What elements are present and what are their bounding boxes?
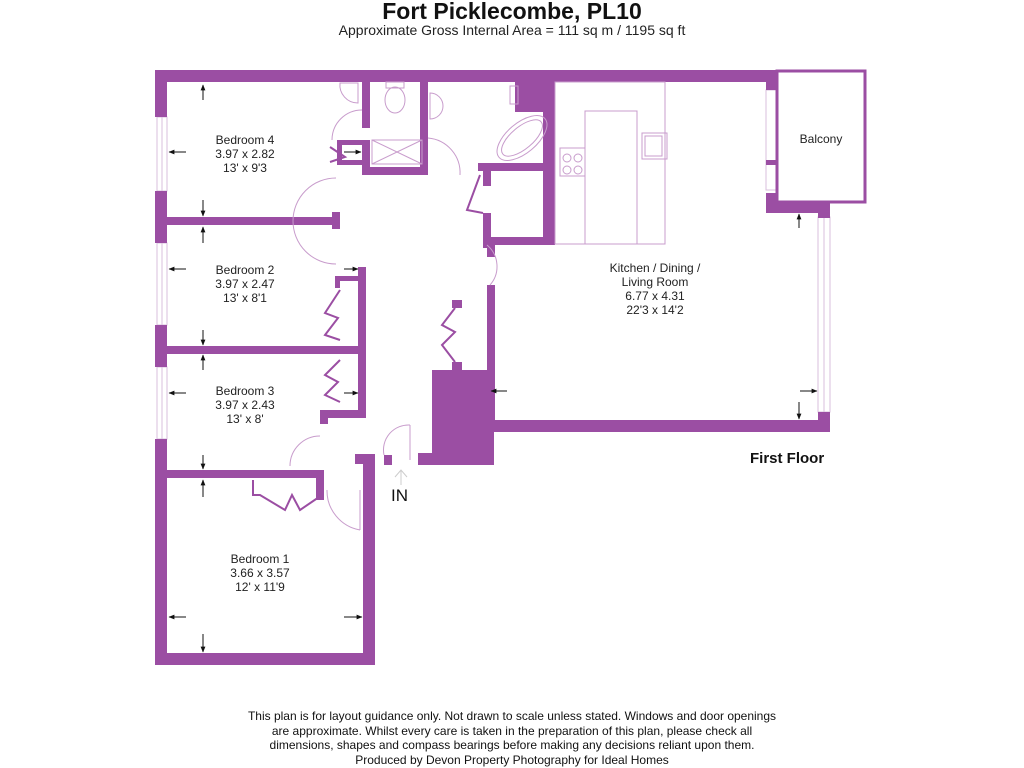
room-name: Kitchen / Dining / bbox=[609, 261, 701, 275]
room-metric: 6.77 x 4.31 bbox=[625, 289, 685, 303]
room-metric: 3.97 x 2.43 bbox=[215, 398, 275, 412]
gross-area-subtitle: Approximate Gross Internal Area = 111 sq… bbox=[338, 22, 686, 38]
shower-tray-icon bbox=[371, 139, 423, 165]
disclaimer: This plan is for layout guidance only. N… bbox=[0, 709, 1024, 767]
room-name: Balcony bbox=[799, 132, 843, 146]
kitchen-units bbox=[554, 81, 666, 245]
room-imperial: 12' x 11'9 bbox=[235, 580, 285, 594]
balcony-outline bbox=[775, 69, 867, 204]
room-imperial: 22'3 x 14'2 bbox=[626, 303, 684, 317]
producer-credit: Produced by Devon Property Photography f… bbox=[355, 752, 669, 767]
room-label-bedroom-2: Bedroom 2 3.97 x 2.47 13' x 8'1 bbox=[200, 263, 290, 305]
plan-title: Fort Picklecombe, PL10 bbox=[382, 0, 642, 24]
room-label-bedroom-4: Bedroom 4 3.97 x 2.82 13' x 9'3 bbox=[200, 133, 290, 175]
room-name: Bedroom 4 bbox=[215, 133, 275, 147]
disclaimer-line: This plan is for layout guidance only. N… bbox=[247, 709, 777, 723]
room-imperial: 13' x 9'3 bbox=[223, 161, 267, 175]
kitchen-sink-icon bbox=[641, 132, 668, 160]
wardrobe-doors bbox=[252, 146, 484, 512]
room-label-bedroom-3: Bedroom 3 3.97 x 2.43 13' x 8' bbox=[200, 384, 290, 426]
entrance-arrow-icon bbox=[394, 469, 408, 485]
room-metric: 3.66 x 3.57 bbox=[230, 566, 290, 580]
room-label-kitchen-dining-living: Kitchen / Dining / Living Room 6.77 x 4.… bbox=[595, 261, 715, 317]
room-name: Bedroom 3 bbox=[215, 384, 275, 398]
toilet-icon bbox=[384, 81, 406, 114]
room-metric: 3.97 x 2.82 bbox=[215, 147, 275, 161]
room-imperial: 13' x 8' bbox=[226, 412, 264, 426]
walls bbox=[155, 70, 830, 665]
dimension-arrow-icon bbox=[168, 84, 818, 653]
bath-icon bbox=[496, 85, 548, 161]
floor-label: First Floor bbox=[750, 450, 825, 467]
wash-basin-icon bbox=[339, 82, 444, 120]
room-name: Bedroom 2 bbox=[215, 263, 275, 277]
disclaimer-line: are approximate. Whilst every care is ta… bbox=[271, 723, 753, 738]
room-metric: 3.97 x 2.47 bbox=[215, 277, 275, 291]
room-label-balcony: Balcony bbox=[779, 132, 863, 146]
hob-icon bbox=[559, 147, 586, 177]
room-label-bedroom-1: Bedroom 1 3.66 x 3.57 12' x 11'9 bbox=[215, 552, 305, 594]
room-imperial: 13' x 8'1 bbox=[223, 291, 267, 305]
room-name: Living Room bbox=[621, 275, 689, 289]
door-swings bbox=[289, 109, 498, 531]
entrance-label: IN bbox=[391, 486, 408, 505]
disclaimer-line: dimensions, shapes and compass bearings … bbox=[269, 738, 755, 752]
room-name: Bedroom 1 bbox=[230, 552, 290, 566]
